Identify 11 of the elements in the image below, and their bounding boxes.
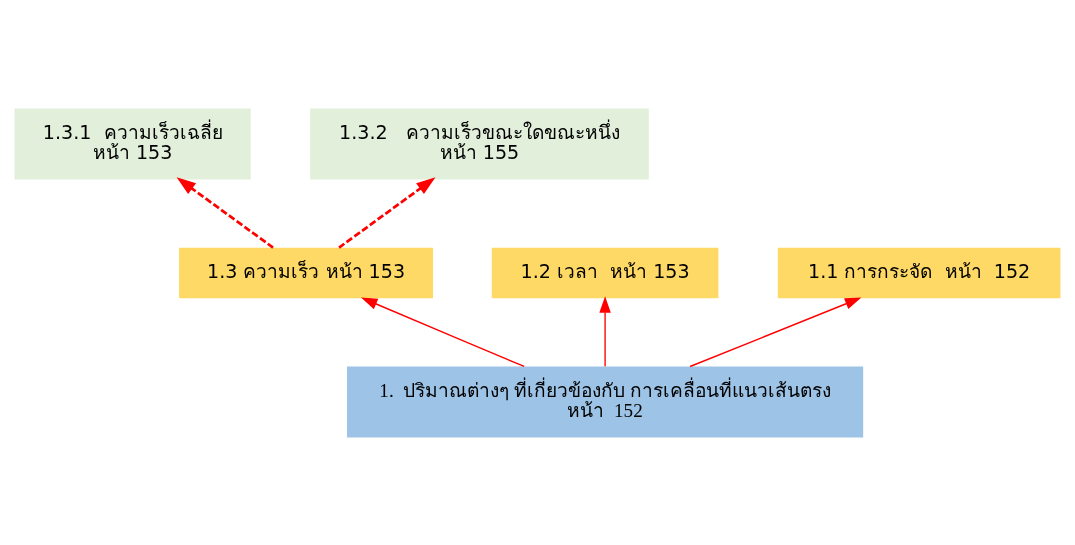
node-box: 1.3 ความเร็ว หน้า 153 [179, 247, 434, 298]
node-box: 1.1 การกระจัด หน้า 152 [777, 247, 1061, 298]
arrow [360, 297, 525, 367]
arrow [338, 176, 436, 249]
arrow [599, 295, 611, 367]
node-box: 1.2 เวลา หน้า 153 [491, 247, 719, 298]
arrow [689, 297, 862, 367]
node-box: 1.3.2 ความเร็วขณะใดขณะหนึ่ง หน้า 155 [310, 107, 649, 179]
arrow [176, 176, 274, 249]
node-box: 1.3.1 ความเร็วเฉลี่ย หน้า 153 [14, 107, 251, 179]
node-box: 1. ปริมาณต่างๆ ที่เกี่ยวข้องกับ การเคลื่อนที่แนวเส้นตรง หน้า 152 [347, 366, 864, 438]
